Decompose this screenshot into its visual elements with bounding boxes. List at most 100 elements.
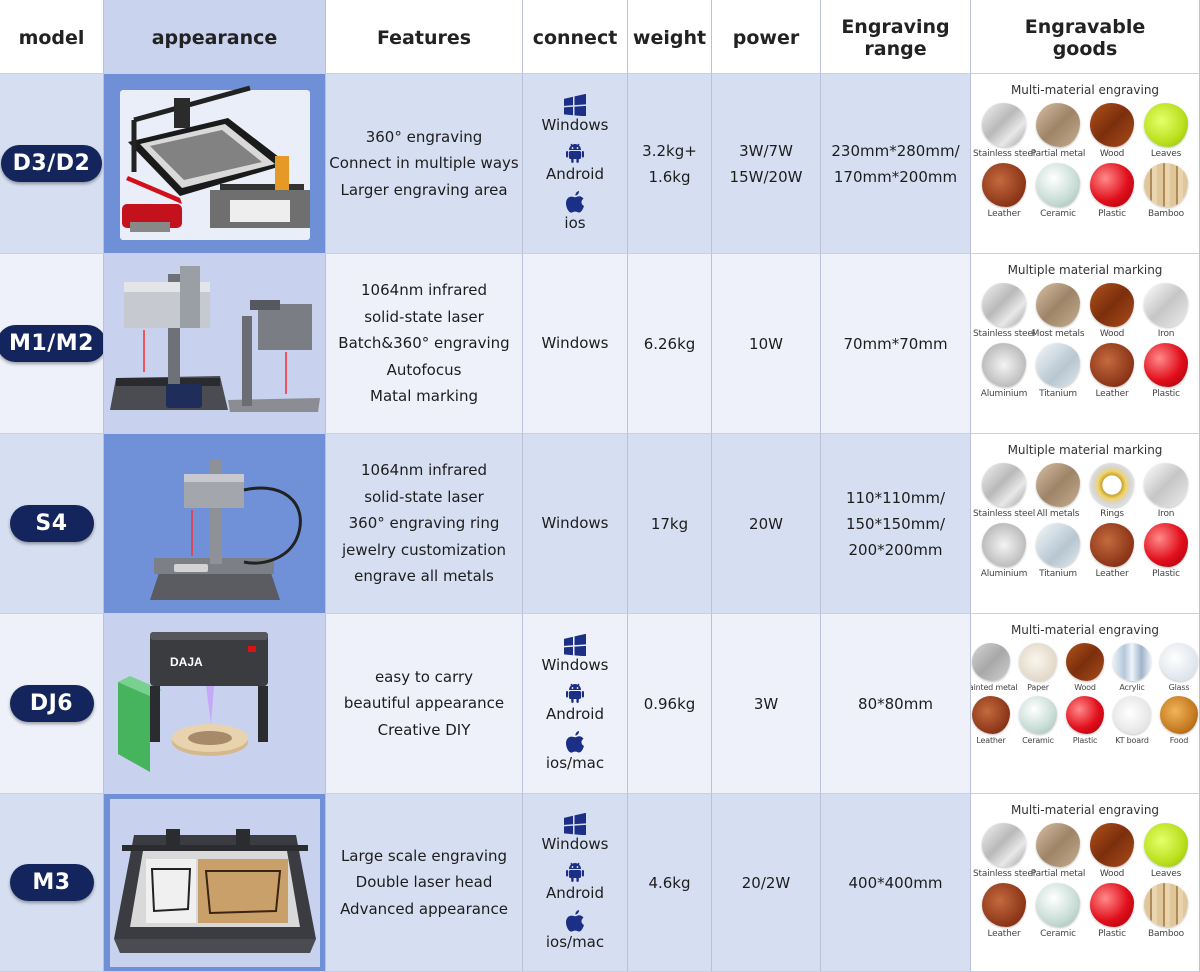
feature-line: Larger engraving area xyxy=(340,180,508,199)
material-swatch: Paper xyxy=(1017,643,1060,692)
range-cell: 70mm*70mm xyxy=(821,254,971,434)
appearance-cell: DAJA xyxy=(104,614,326,794)
power-cell: 20/2W xyxy=(712,794,821,972)
range-cell: 110*110mm/150*150mm/200*200mm xyxy=(821,434,971,614)
material-label: Plastic xyxy=(1098,929,1126,939)
feature-line: Batch&360° engraving xyxy=(338,334,510,353)
connect-cell: Windows Android ios/mac xyxy=(523,794,628,972)
model-badge: DJ6 xyxy=(9,685,94,722)
model-badge: M1/M2 xyxy=(0,325,103,362)
material-label: Plastic xyxy=(1152,569,1180,579)
material-label: Wood xyxy=(1099,869,1125,879)
connect-platform: Windows xyxy=(542,334,609,353)
power-line: 20W xyxy=(749,514,783,533)
material-label: Plastic xyxy=(1072,736,1098,745)
material-sample xyxy=(1144,823,1188,867)
feature-line: Autofocus xyxy=(386,360,462,379)
material-swatch: Leather xyxy=(979,163,1029,219)
material-sample xyxy=(982,823,1026,867)
d3-d2-product-image xyxy=(119,85,310,240)
goods-title: Multiple material marking xyxy=(1007,263,1163,277)
appearance-cell xyxy=(104,254,326,434)
material-label: Most metals xyxy=(1031,329,1085,339)
power-cell: 20W xyxy=(712,434,821,614)
connect-platform-label: ios/mac xyxy=(545,754,605,772)
connect-platform-label: Windows xyxy=(541,835,609,853)
material-swatch: Iron xyxy=(1141,463,1191,519)
weight-cell: 17kg xyxy=(628,434,712,614)
material-sample xyxy=(1019,696,1057,734)
engravable-goods-cell: Multi-material engraving Stainless steel… xyxy=(971,74,1200,254)
material-label: Bamboo xyxy=(1148,209,1184,219)
material-sample xyxy=(1036,523,1080,567)
material-sample xyxy=(1036,283,1080,327)
m3-product-image xyxy=(109,798,320,967)
appearance-cell xyxy=(104,794,326,972)
connect-platform-label: ios/mac xyxy=(545,933,605,951)
header-weight: weight xyxy=(628,0,712,74)
android-icon xyxy=(566,143,584,163)
material-sample xyxy=(1090,463,1134,507)
weight-line: 0.96kg xyxy=(643,694,696,713)
material-sample xyxy=(1090,103,1134,147)
feature-line: Matal marking xyxy=(370,387,478,406)
material-swatch: Acrylic xyxy=(1111,643,1154,692)
apple-icon xyxy=(565,910,584,932)
material-sample xyxy=(1036,103,1080,147)
svg-text:DAJA: DAJA xyxy=(170,655,203,669)
material-sample xyxy=(1090,283,1134,327)
s4-product-image xyxy=(109,439,320,608)
goods-title: Multiple material marking xyxy=(1007,443,1163,457)
material-label: Iron xyxy=(1157,329,1175,339)
m1-m2-product-image xyxy=(109,265,320,412)
material-sample xyxy=(1160,643,1198,681)
weight-line: 6.26kg xyxy=(643,334,696,353)
material-label: Wood xyxy=(1074,683,1096,692)
material-label: Rings xyxy=(1100,509,1124,519)
android-icon xyxy=(566,862,584,882)
material-swatch: Leather xyxy=(1087,523,1137,579)
range-line: 200*200mm xyxy=(848,540,943,559)
feature-line: solid-state laser xyxy=(364,307,484,326)
material-swatch: Partial metal xyxy=(1030,823,1086,879)
material-sample xyxy=(1066,696,1104,734)
feature-line: easy to carry xyxy=(374,667,474,686)
material-sample xyxy=(982,523,1026,567)
material-swatch: Painted metal xyxy=(971,643,1018,692)
material-sample xyxy=(982,883,1026,927)
feature-line: Large scale engraving xyxy=(340,846,508,865)
feature-line: 360° engraving ring xyxy=(348,514,500,533)
material-swatch: Bamboo xyxy=(1141,163,1191,219)
dj6-product-image: DAJA xyxy=(117,631,268,772)
header-connect-label: connect xyxy=(532,26,618,49)
power-cell: 10W xyxy=(712,254,821,434)
header-power: power xyxy=(712,0,821,74)
header-range-line2: range xyxy=(864,37,927,60)
material-swatch: Stainless steel xyxy=(973,463,1035,519)
material-label: Partial metal xyxy=(1030,869,1086,879)
header-power-label: power xyxy=(732,26,800,49)
material-label: Leather xyxy=(987,929,1021,939)
material-swatch: Plastic xyxy=(1141,343,1191,399)
connect-platform-label: Android xyxy=(546,884,604,902)
model-cell: M1/M2 xyxy=(0,254,104,434)
material-label: Aluminium xyxy=(980,389,1028,399)
goods-title: Multi-material engraving xyxy=(1010,803,1160,817)
engravable-goods-cell: Multi-material engraving Painted metal P… xyxy=(971,614,1200,794)
material-sample xyxy=(1036,343,1080,387)
material-sample xyxy=(1036,463,1080,507)
material-sample xyxy=(1090,883,1134,927)
material-swatch: Bamboo xyxy=(1141,883,1191,939)
header-appearance-label: appearance xyxy=(151,26,278,49)
weight-line: 4.6kg xyxy=(648,873,691,892)
material-sample xyxy=(982,103,1026,147)
model-cell: M3 xyxy=(0,794,104,972)
material-label: Titanium xyxy=(1039,389,1077,399)
material-label: Leather xyxy=(976,736,1006,745)
feature-line: Advanced appearance xyxy=(340,899,508,918)
header-model: model xyxy=(0,0,104,74)
material-label: Food xyxy=(1169,736,1189,745)
weight-line: 17kg xyxy=(650,514,689,533)
material-label: Stainless steel xyxy=(972,509,1036,519)
